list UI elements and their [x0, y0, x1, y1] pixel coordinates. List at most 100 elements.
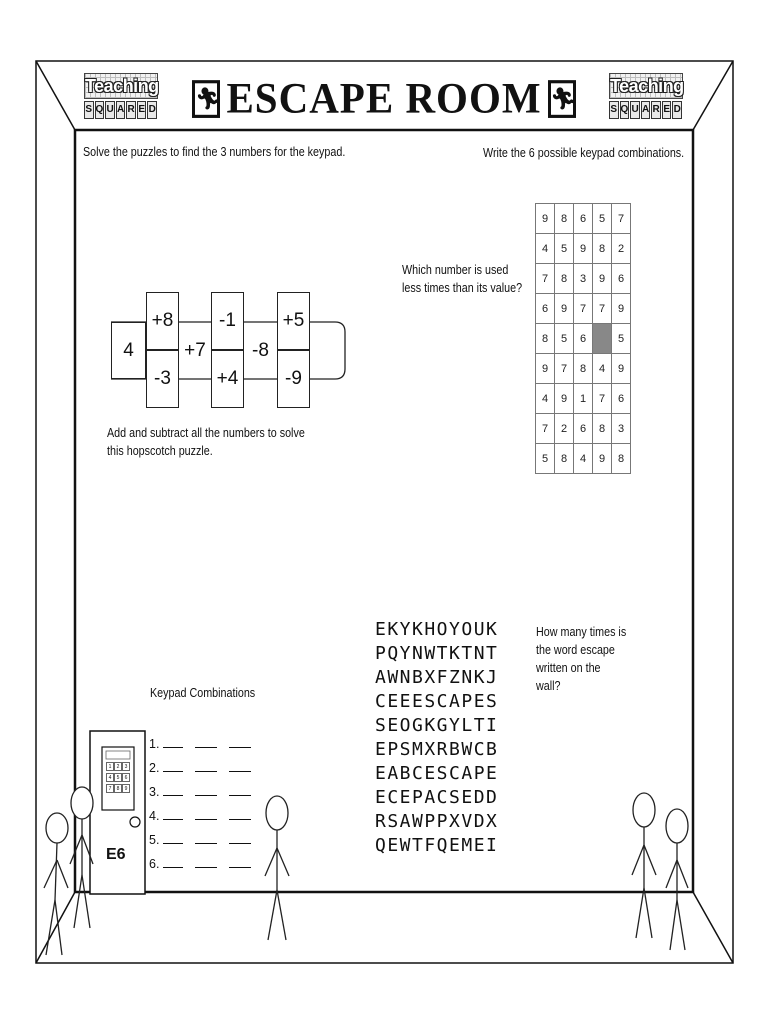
word-search-row: EABCESCAPE [375, 763, 499, 784]
door-keypad-key: 3 [122, 762, 130, 771]
combination-line-2[interactable]: 2. [149, 756, 252, 780]
word-search-row: CEEESCAPES [375, 691, 499, 712]
number-grid-cell: 9 [554, 383, 574, 414]
combination-line-1[interactable]: 1. [149, 732, 252, 756]
number-grid-cell: 8 [611, 443, 631, 474]
title-text: ESCAPE ROOM [226, 73, 542, 123]
hopscotch-bottom-3: -9 [277, 350, 310, 408]
combination-line-5[interactable]: 5. [149, 828, 252, 852]
number-grid-cell: 9 [592, 263, 612, 294]
number-grid-question: Which number is used less times than its… [402, 263, 523, 295]
stick-figure-right-2 [665, 808, 689, 951]
logo-top-text: Teaching [609, 73, 684, 99]
number-grid-cell: 7 [535, 413, 555, 444]
word-search-row: QEWTFQEMEI [375, 835, 499, 856]
hopscotch-top-1: +8 [146, 292, 179, 350]
number-grid-cell: 5 [554, 323, 574, 354]
number-grid-cell: 2 [554, 413, 574, 444]
door-keypad-key: 7 [106, 784, 114, 793]
word-search-row: PQYNWTKTNT [375, 643, 499, 664]
number-grid-cell: 3 [611, 413, 631, 444]
number-grid-cell: 5 [592, 203, 612, 234]
hopscotch-connectors [111, 321, 346, 380]
word-search-row: ECEPACSEDD [375, 787, 499, 808]
word-search-row: RSAWPPXVDX [375, 811, 499, 832]
number-grid-cell: 2 [611, 233, 631, 264]
stick-figure-left-1 [43, 812, 69, 956]
hopscotch-bottom-1: -3 [146, 350, 179, 408]
number-grid-cell: 9 [554, 293, 574, 324]
keypad-combinations-heading: Keypad Combinations [150, 686, 256, 700]
number-grid-cell: 9 [535, 203, 555, 234]
number-grid-cell: 6 [573, 413, 593, 444]
hopscotch-top-2: -1 [211, 292, 244, 350]
number-grid-cell: 8 [554, 203, 574, 234]
number-grid-cell: 7 [535, 263, 555, 294]
number-grid-cell: 4 [573, 443, 593, 474]
combination-line-6[interactable]: 6. [149, 852, 252, 876]
number-grid-cell: 9 [535, 353, 555, 384]
number-grid-cell: 8 [535, 323, 555, 354]
word-search-row: SEOGKGYLTI [375, 715, 499, 736]
number-grid-cell: 9 [592, 443, 612, 474]
combination-line-4[interactable]: 4. [149, 804, 252, 828]
stick-figure-left-2 [69, 786, 94, 929]
number-grid-cell [592, 323, 612, 354]
number-grid-cell: 6 [611, 263, 631, 294]
word-search-row: AWNBXFZNKJ [375, 667, 499, 688]
hopscotch-top-3: +5 [277, 292, 310, 350]
combination-line-3[interactable]: 3. [149, 780, 252, 804]
number-grid-cell: 7 [573, 293, 593, 324]
door-label: E6 [106, 846, 126, 863]
number-grid-cell: 5 [611, 323, 631, 354]
running-man-icon: 🏃︎ [192, 79, 221, 118]
stick-figure-middle [264, 795, 290, 941]
combination-list: 1. 2. 3. 4. 5. 6. [149, 732, 252, 876]
door [89, 730, 146, 895]
number-grid-cell: 6 [573, 323, 593, 354]
door-keypad-key: 1 [106, 762, 114, 771]
word-search-row: EPSMXRBWCB [375, 739, 499, 760]
hopscotch-start: 4 [111, 322, 146, 379]
number-grid-cell: 9 [611, 353, 631, 384]
number-grid-cell: 8 [573, 353, 593, 384]
door-keypad-key: 5 [114, 773, 122, 782]
number-grid-cell: 6 [611, 383, 631, 414]
instruction-left: Solve the puzzles to find the 3 numbers … [83, 145, 346, 159]
logo-top-text: Teaching [84, 73, 159, 99]
running-man-icon: 🏃︎ [547, 79, 576, 118]
number-grid-cell: 8 [592, 413, 612, 444]
number-grid-cell: 8 [554, 443, 574, 474]
door-keypad-key: 8 [114, 784, 122, 793]
number-grid-cell: 1 [573, 383, 593, 414]
hopscotch-caption: Add and subtract all the numbers to solv… [107, 426, 305, 458]
number-grid-cell: 3 [573, 263, 593, 294]
number-grid-cell: 7 [592, 293, 612, 324]
word-search-row: EKYKHOYOUK [375, 619, 499, 640]
number-grid-cell: 7 [592, 383, 612, 414]
door-keypad-key: 9 [122, 784, 130, 793]
number-grid-cell: 7 [611, 203, 631, 234]
number-grid-cell: 4 [535, 383, 555, 414]
number-grid-cell: 8 [554, 263, 574, 294]
door-keypad-key: 4 [106, 773, 114, 782]
number-grid-cell: 5 [535, 443, 555, 474]
number-grid-cell: 6 [573, 203, 593, 234]
number-grid-cell: 9 [611, 293, 631, 324]
number-grid-cell: 4 [535, 233, 555, 264]
door-keypad-key: 2 [114, 762, 122, 771]
word-search-question: How many times is the word escape writte… [536, 625, 627, 693]
number-grid-cell: 9 [573, 233, 593, 264]
number-grid-cell: 8 [592, 233, 612, 264]
